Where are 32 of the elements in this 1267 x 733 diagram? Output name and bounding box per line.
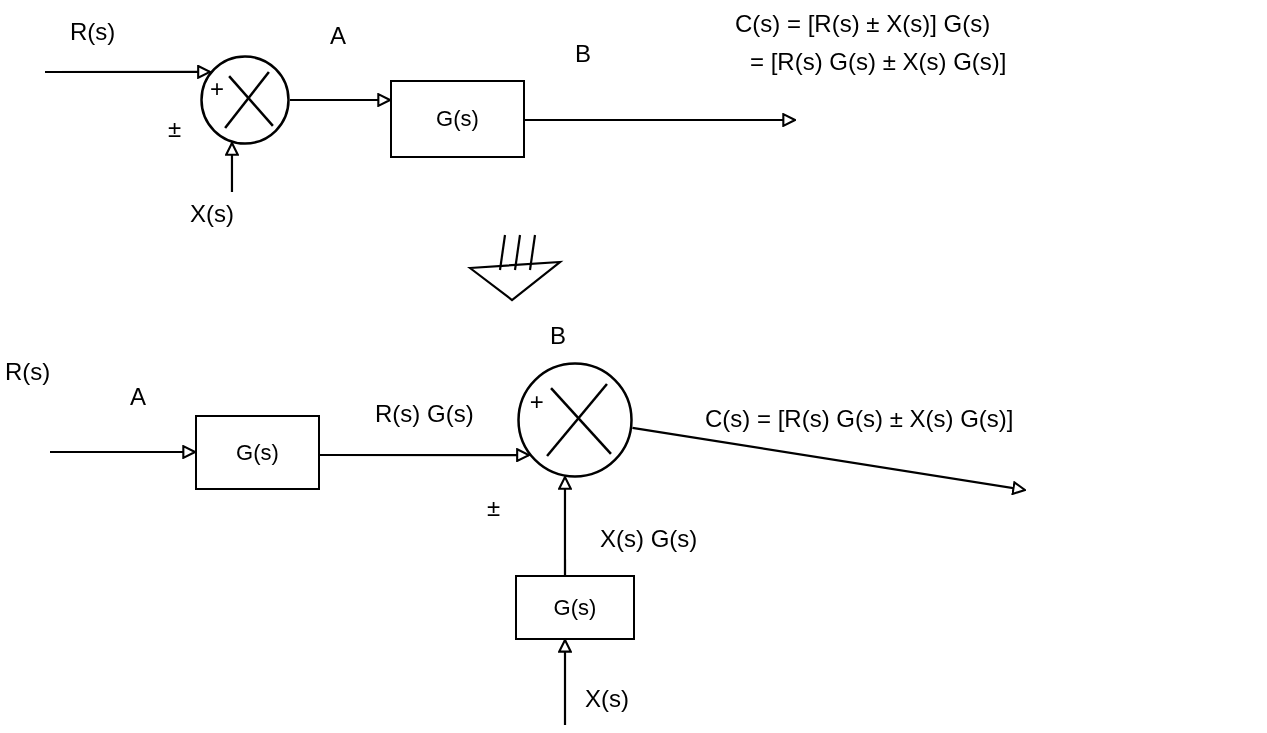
equation-text: C(s) = [R(s) ± X(s)] G(s) bbox=[735, 10, 991, 38]
transfer-function-block bbox=[515, 575, 635, 640]
block-label: G(s) bbox=[553, 594, 597, 621]
arrow bbox=[558, 476, 572, 575]
sign-label: ± bbox=[168, 115, 182, 143]
sign-label: + bbox=[529, 388, 544, 417]
signal-label: A bbox=[330, 22, 346, 50]
equation-text: = [R(s) G(s) ± X(s) G(s)] bbox=[750, 48, 1007, 76]
signal-label: R(s) bbox=[70, 18, 116, 46]
transfer-function-block bbox=[195, 415, 320, 490]
arrow bbox=[525, 113, 797, 127]
signal-label: X(s) G(s) bbox=[600, 525, 698, 553]
signal-label: X(s) bbox=[190, 200, 234, 228]
equation-text: A bbox=[130, 383, 146, 411]
block-label: G(s) bbox=[436, 106, 479, 132]
arrow bbox=[320, 448, 530, 462]
arrow bbox=[558, 638, 572, 725]
signal-label: R(s) G(s) bbox=[375, 400, 474, 428]
block-label: G(s) bbox=[236, 439, 279, 466]
equation-text: B bbox=[550, 322, 566, 350]
signal-label: X(s) bbox=[585, 685, 629, 713]
arrow bbox=[45, 65, 211, 79]
arrow bbox=[50, 445, 197, 459]
arrow bbox=[290, 93, 392, 107]
arrow bbox=[225, 142, 239, 192]
transfer-function-block bbox=[390, 80, 525, 158]
signal-label: B bbox=[575, 40, 591, 68]
equation-text: C(s) = [R(s) G(s) ± X(s) G(s)] bbox=[705, 405, 1014, 433]
sign-label: + bbox=[209, 75, 224, 104]
sign-label: ± bbox=[487, 494, 501, 522]
signal-label: R(s) bbox=[5, 358, 51, 386]
arrow bbox=[632, 426, 1027, 495]
